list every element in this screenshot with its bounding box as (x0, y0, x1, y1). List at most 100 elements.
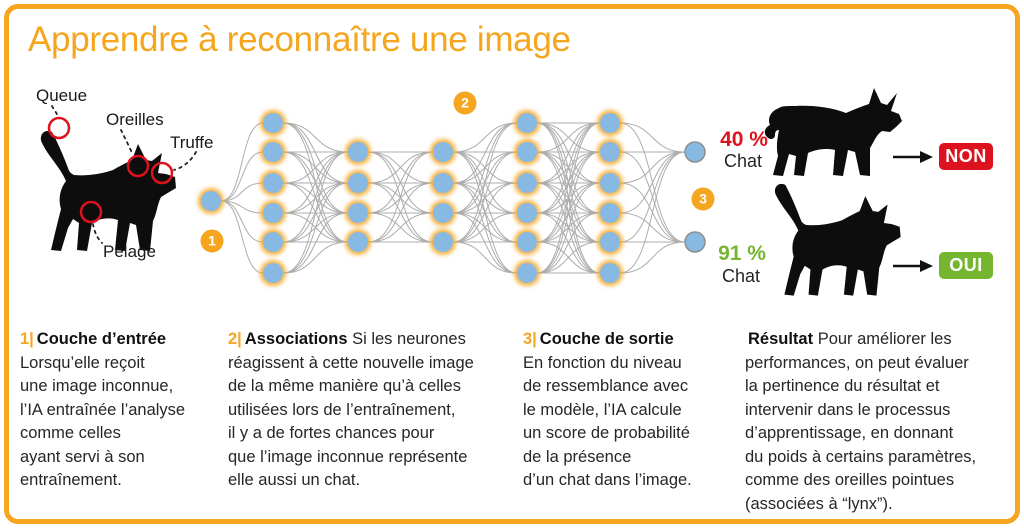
feature-circle (79, 200, 103, 224)
column-title: Résultat (748, 330, 814, 348)
network-node (263, 142, 283, 162)
column-number: 1| (20, 330, 34, 348)
network-node (263, 232, 283, 252)
dashed-connectors (51, 105, 197, 244)
network-edge (619, 151, 686, 214)
column-input-layer: 1|Couche d’entrée Lorsqu’elle reçoit une… (20, 328, 220, 493)
cat-result-silhouette (774, 183, 901, 296)
network-node (600, 113, 620, 133)
column-result: Résultat Pour améliorer les performances… (745, 328, 1013, 516)
network-node (684, 141, 706, 163)
network-node (201, 191, 221, 211)
cat-input-silhouette (40, 130, 176, 251)
column-associations: 2|Associations Si les neurones réagissen… (228, 328, 506, 493)
decision-badge-oui: OUI (939, 252, 993, 279)
feature-label: Oreilles (106, 110, 164, 129)
arrow-right-icon (893, 151, 933, 163)
network-node (348, 142, 368, 162)
network-node (348, 173, 368, 193)
network-edge (220, 200, 264, 243)
arrow-right-icon (893, 260, 933, 272)
network-edge (452, 122, 518, 243)
network-edges (220, 122, 686, 274)
network-edge (367, 151, 434, 184)
network-edge (452, 122, 518, 153)
decision-badge-non: NON (939, 143, 993, 170)
network-edge (452, 122, 518, 184)
network-node (263, 203, 283, 223)
probability-label: Chat (721, 266, 761, 286)
column-body: Lorsqu’elle reçoit une image inconnue, l… (20, 353, 186, 490)
network-node (263, 113, 283, 133)
network-edge (220, 182, 264, 202)
column-body: Pour améliorer les performances, on peut… (745, 330, 977, 513)
network-edge (220, 200, 264, 274)
network-node (517, 173, 537, 193)
feature-label: Queue (36, 86, 88, 105)
lynx-silhouette (764, 88, 902, 176)
network-edge (536, 122, 601, 184)
network-edge (282, 151, 349, 243)
network-node (600, 232, 620, 252)
column-number: 2| (228, 330, 242, 348)
network-edge (452, 212, 518, 243)
network-edge (536, 122, 601, 274)
network-node (517, 232, 537, 252)
column-title: Couche de sortie (539, 330, 674, 348)
network-edge (282, 151, 349, 274)
network-edge (619, 212, 686, 243)
column-title: Associations (244, 330, 348, 348)
step-badge: 3 (691, 187, 715, 211)
network-node (600, 203, 620, 223)
network-node (517, 142, 537, 162)
network-edge (536, 212, 601, 274)
network-node (348, 203, 368, 223)
network-edge (452, 182, 518, 243)
column-output-layer: 3|Couche de sortie En fonction du niveau… (523, 328, 738, 493)
feature-circle (47, 116, 71, 140)
network-node (433, 232, 453, 252)
probability-value: 91 % (718, 242, 766, 265)
network-node (263, 173, 283, 193)
network-node (263, 263, 283, 283)
network-node (684, 231, 706, 253)
network-edge (619, 241, 686, 274)
network-edge (282, 151, 349, 184)
column-number: 3| (523, 330, 537, 348)
network-edge (282, 212, 349, 274)
network-node (433, 142, 453, 162)
probability-label: Chat (723, 151, 763, 171)
network-node (600, 173, 620, 193)
network-nodes (201, 113, 706, 283)
network-edge (282, 182, 349, 274)
network-edge (452, 212, 518, 274)
network-edge (282, 151, 349, 214)
network-edge (619, 122, 686, 153)
column-body: Si les neurones réagissent à cette nouve… (228, 330, 474, 489)
network-edge (536, 182, 601, 274)
network-edge (619, 151, 686, 274)
network-edge (536, 122, 601, 153)
network-node (517, 203, 537, 223)
network-node (433, 173, 453, 193)
network-node (600, 263, 620, 283)
network-edge (282, 122, 349, 153)
network-edge (282, 241, 349, 274)
column-title: Couche d’entrée (36, 330, 167, 348)
feature-label: Pelage (103, 242, 156, 261)
network-edge (367, 151, 434, 243)
network-edge (452, 151, 518, 243)
network-edge (536, 122, 601, 214)
network-node (517, 113, 537, 133)
page-title: Apprendre à reconnaître une image (28, 20, 571, 59)
feature-circle (150, 161, 174, 185)
network-node (600, 142, 620, 162)
network-edge (282, 122, 349, 184)
feature-label: Truffe (170, 133, 214, 152)
network-node (517, 263, 537, 283)
network-edge (367, 151, 434, 214)
step-badge: 1 (200, 229, 224, 253)
feature-circle (126, 154, 150, 178)
